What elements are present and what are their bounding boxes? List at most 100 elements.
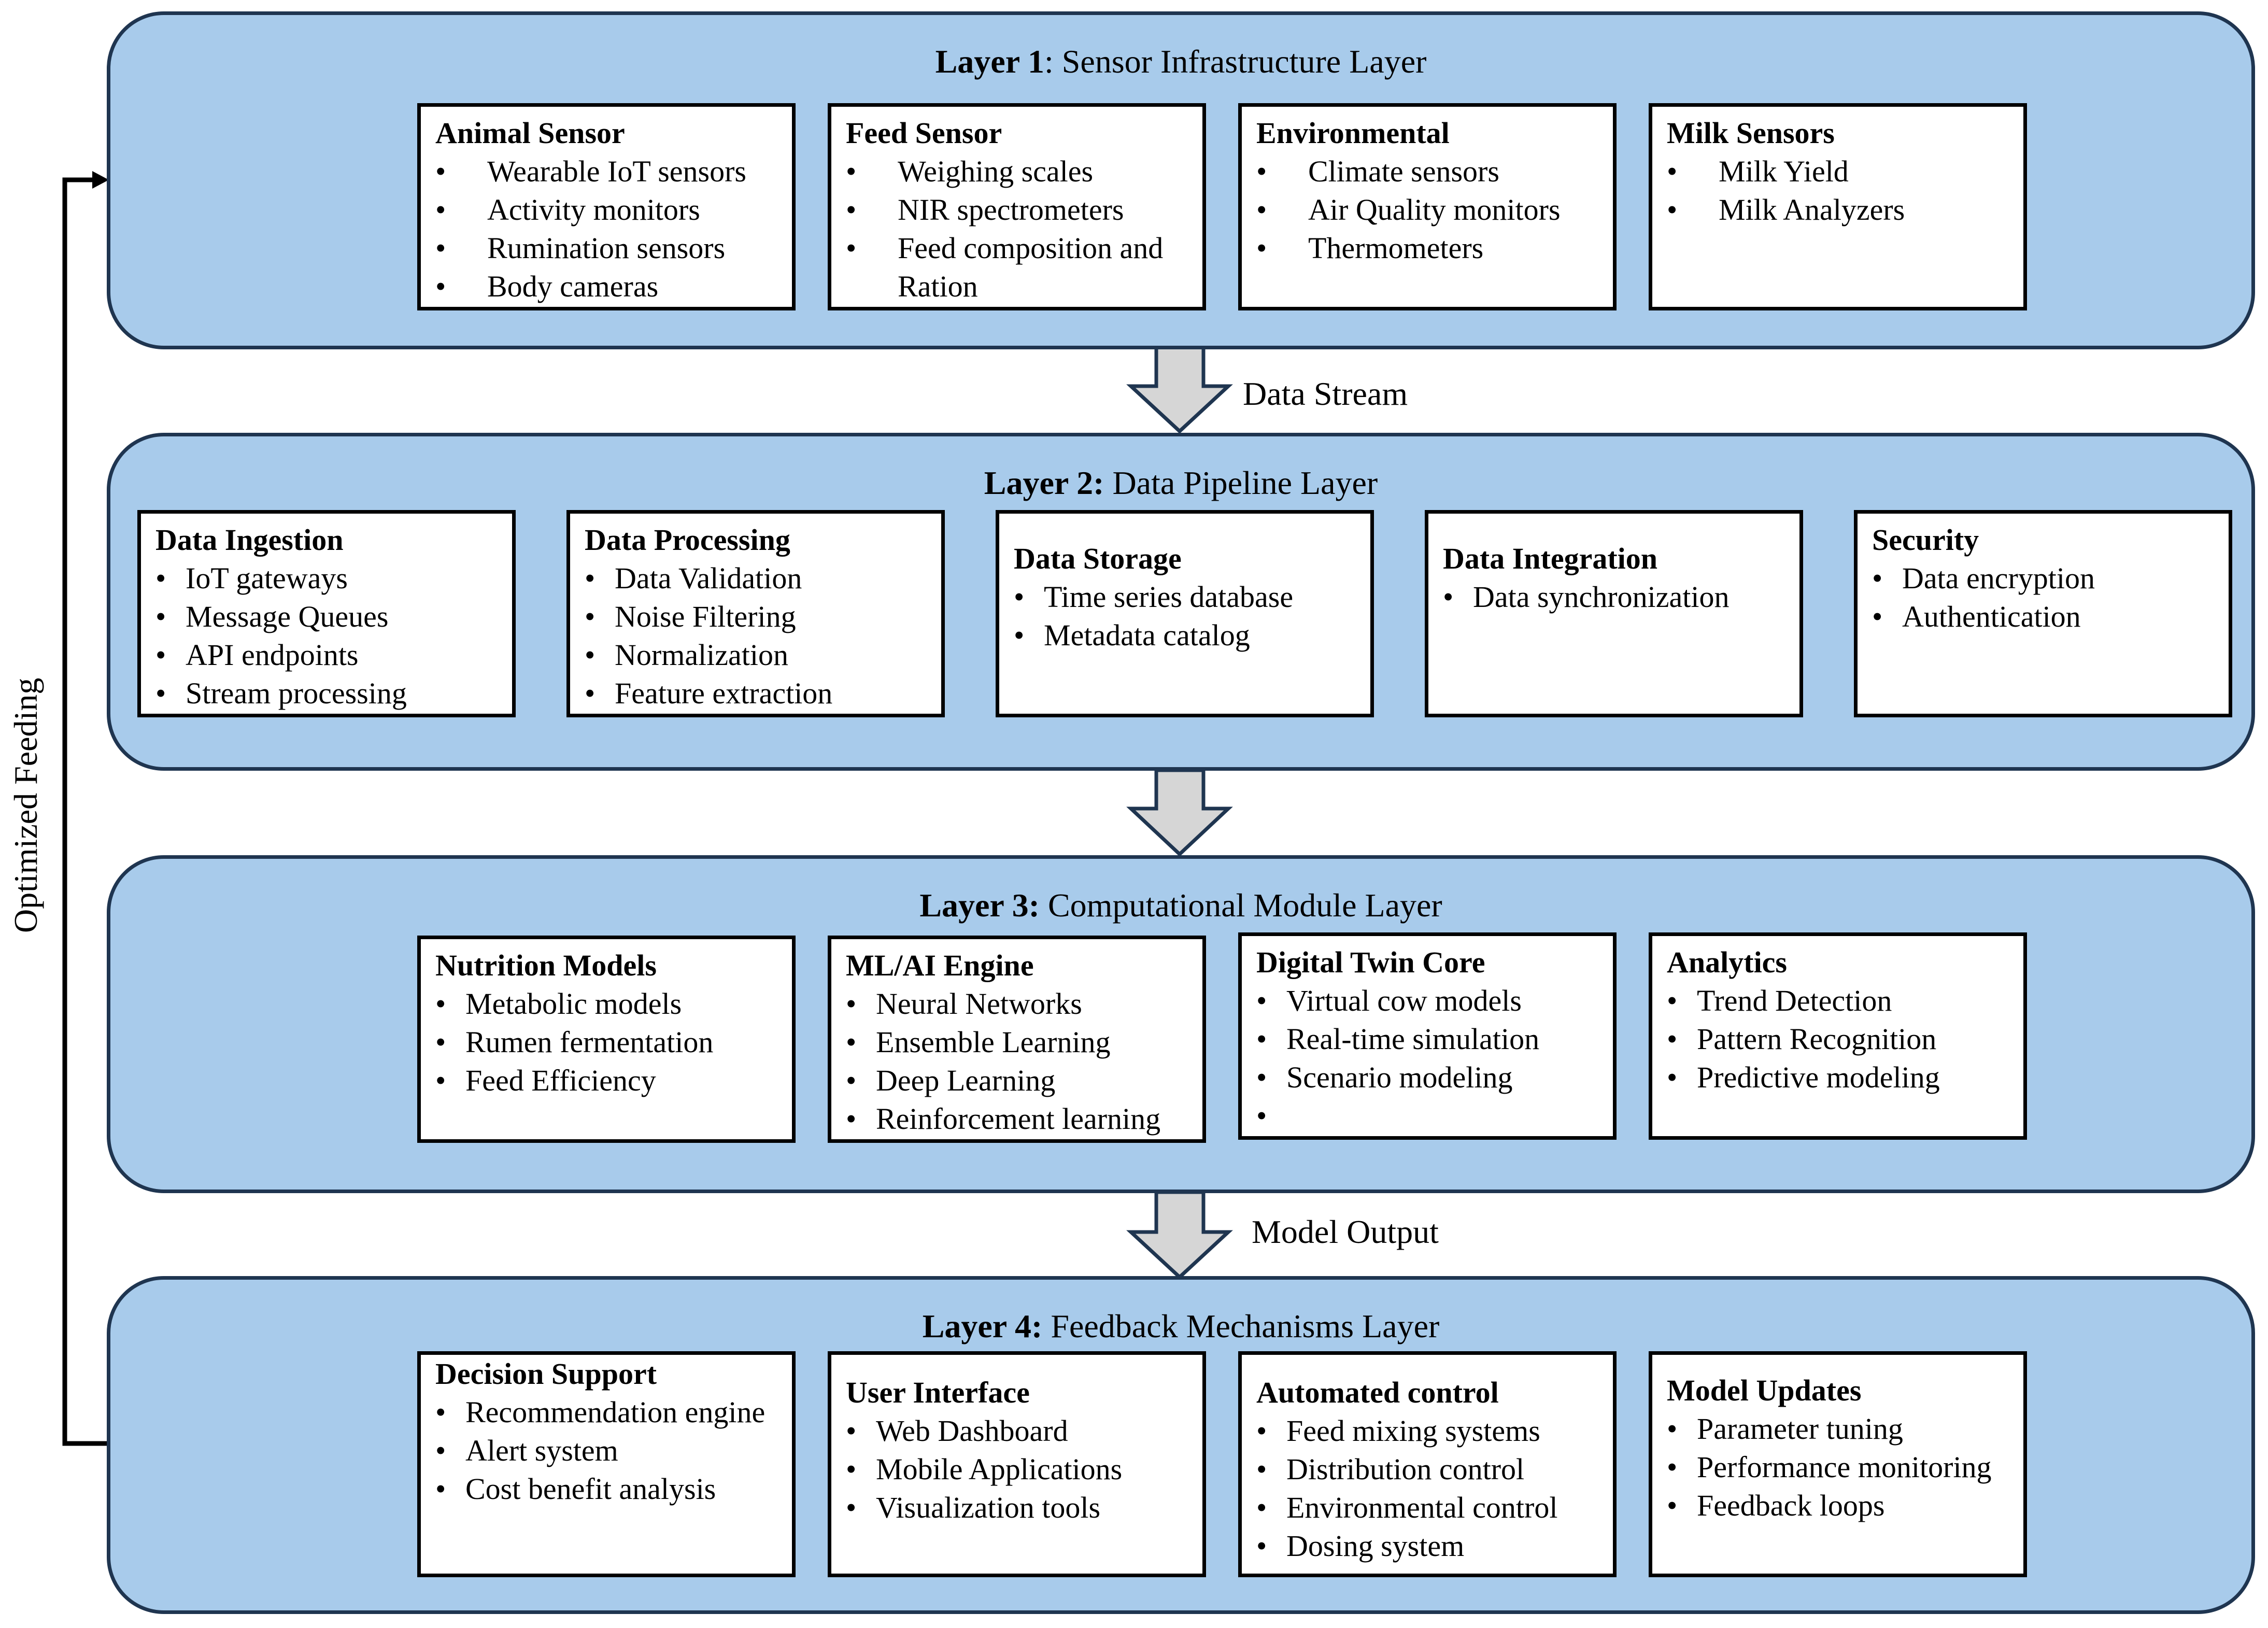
list-item: •Climate sensors: [1256, 154, 1499, 188]
box-title: Milk Sensors: [1667, 116, 1835, 150]
list-item: •Cost benefit analysis: [435, 1472, 716, 1506]
layer-2-title-bold: Layer 2:: [984, 464, 1104, 501]
list-item: •Metabolic models: [435, 987, 682, 1021]
feedback-loop-line: [62, 177, 107, 1446]
box-title: Decision Support: [435, 1357, 657, 1391]
box-title: Automated control: [1256, 1376, 1499, 1409]
list-item: •Stream processing: [155, 676, 407, 710]
box-title: Animal Sensor: [435, 116, 625, 150]
list-item: •IoT gateways: [155, 561, 348, 595]
box-title: ML/AI Engine: [846, 949, 1034, 982]
box-nutrition-models: Nutrition Models •Metabolic models •Rume…: [417, 936, 796, 1143]
list-item: •Rumen fermentation: [435, 1025, 714, 1059]
list-item: •Feed composition and Ration: [846, 231, 1164, 303]
list-item: •API endpoints: [155, 638, 359, 672]
box-decision-support: Decision Support •Recommendation engine …: [417, 1351, 796, 1577]
box-data-processing: Data Processing •Data Validation •Noise …: [566, 510, 945, 717]
list-item: •Thermometers: [1256, 231, 1484, 265]
layer-4-title-text: Feedback Mechanisms Layer: [1042, 1308, 1440, 1344]
list-item: •Milk Yield: [1667, 154, 1849, 188]
feedback-arrow-head-icon: [92, 171, 109, 189]
list-item: •Performance monitoring: [1667, 1450, 1992, 1484]
list-item: •Data encryption: [1872, 561, 2095, 595]
list-item: •Air Quality monitors: [1256, 193, 1561, 226]
layer-2-panel: Layer 2: Data Pipeline Layer Data Ingest…: [107, 433, 2255, 771]
model-output-label: Model Output: [1252, 1213, 1439, 1250]
list-item: •Message Queues: [155, 600, 389, 633]
list-item: •Feed Efficiency: [435, 1064, 656, 1097]
layer-3-panel: Layer 3: Computational Module Layer Nutr…: [107, 855, 2255, 1193]
list-item: •Deep Learning: [846, 1064, 1056, 1097]
box-title: Environmental: [1256, 116, 1450, 150]
box-user-interface: User Interface •Web Dashboard •Mobile Ap…: [828, 1351, 1206, 1577]
layer-4-title: Layer 4: Feedback Mechanisms Layer: [110, 1310, 2251, 1343]
list-item: •Virtual cow models: [1256, 984, 1522, 1017]
box-environmental: Environmental •Climate sensors •Air Qual…: [1238, 103, 1617, 310]
layer-1-panel: Layer 1: Sensor Infrastructure Layer Ani…: [107, 11, 2255, 349]
list-item: •Feature extraction: [585, 676, 833, 710]
box-feed-sensor: Feed Sensor •Weighing scales •NIR spectr…: [828, 103, 1206, 310]
list-item: •Feedback loops: [1667, 1489, 1885, 1522]
list-item: •Environmental control: [1256, 1491, 1558, 1524]
box-ml-ai-engine: ML/AI Engine •Neural Networks •Ensemble …: [828, 936, 1206, 1143]
box-automated-control: Automated control •Feed mixing systems •…: [1238, 1351, 1617, 1577]
list-item: •Weighing scales: [846, 154, 1094, 188]
list-item: •Feed mixing systems: [1256, 1414, 1540, 1448]
list-item: •Noise Filtering: [585, 600, 796, 633]
box-digital-twin-core: Digital Twin Core •Virtual cow models •R…: [1238, 932, 1617, 1140]
box-title: Security: [1872, 523, 1979, 557]
box-title: Digital Twin Core: [1256, 945, 1485, 979]
list-item: •Pattern Recognition: [1667, 1022, 1937, 1056]
box-title: Feed Sensor: [846, 116, 1002, 150]
box-title: Nutrition Models: [435, 949, 657, 982]
box-data-ingestion: Data Ingestion •IoT gateways •Message Qu…: [137, 510, 516, 717]
list-item: •Rumination sensors: [435, 231, 726, 265]
layer-2-title: Layer 2: Data Pipeline Layer: [110, 466, 2251, 500]
list-item: •Distribution control: [1256, 1452, 1525, 1486]
list-item: •Wearable IoT sensors: [435, 154, 746, 188]
layer-3-title-bold: Layer 3:: [919, 887, 1040, 924]
list-item: •Ensemble Learning: [846, 1025, 1111, 1059]
box-data-storage: Data Storage •Time series database •Meta…: [996, 510, 1374, 717]
box-title: Data Integration: [1443, 542, 1658, 575]
box-model-updates: Model Updates •Parameter tuning •Perform…: [1649, 1351, 2027, 1577]
list-item: •Mobile Applications: [846, 1452, 1123, 1486]
layer-3-title: Layer 3: Computational Module Layer: [110, 889, 2251, 922]
layer-1-title: Layer 1: Sensor Infrastructure Layer: [110, 45, 2251, 78]
box-title: Data Processing: [585, 523, 790, 557]
list-item: •Real-time simulation: [1256, 1022, 1540, 1056]
list-item: •Authentication: [1872, 600, 2081, 633]
box-data-integration: Data Integration •Data synchronization: [1425, 510, 1803, 717]
list-item: •Milk Analyzers: [1667, 193, 1905, 226]
data-stream-label: Data Stream: [1243, 375, 1408, 412]
list-item: •Data Validation: [585, 561, 802, 595]
box-title: Analytics: [1667, 945, 1787, 979]
list-item: •Data synchronization: [1443, 580, 1730, 614]
list-item: •Reinforcement learning: [846, 1102, 1161, 1136]
layer-4-panel: Layer 4: Feedback Mechanisms Layer Decis…: [107, 1276, 2255, 1614]
box-analytics: Analytics •Trend Detection •Pattern Reco…: [1649, 932, 2027, 1140]
optimized-feeding-label: Optimized Feeding: [7, 677, 44, 933]
list-item: •Web Dashboard: [846, 1414, 1068, 1448]
list-item: •Recommendation engine: [435, 1395, 766, 1429]
box-title: User Interface: [846, 1376, 1030, 1409]
list-item: •Time series database: [1014, 580, 1294, 614]
list-item: •Body cameras: [435, 270, 659, 303]
list-item: •NIR spectrometers: [846, 193, 1124, 226]
list-item: •Dosing system: [1256, 1529, 1465, 1563]
list-item: •Normalization: [585, 638, 789, 672]
list-item: •Parameter tuning: [1667, 1412, 1903, 1446]
down-arrow-1-icon: [1126, 345, 1233, 434]
box-security: Security •Data encryption •Authenticatio…: [1854, 510, 2232, 717]
list-item: •Metadata catalog: [1014, 618, 1250, 652]
layer-3-title-text: Computational Module Layer: [1039, 887, 1442, 924]
down-arrow-3-icon: [1126, 1190, 1233, 1280]
box-animal-sensor: Animal Sensor •Wearable IoT sensors •Act…: [417, 103, 796, 310]
box-title: Model Updates: [1667, 1374, 1862, 1407]
box-milk-sensors: Milk Sensors •Milk Yield •Milk Analyzers: [1649, 103, 2027, 310]
list-item: •Scenario modeling: [1256, 1060, 1513, 1094]
box-title: Data Ingestion: [155, 523, 344, 557]
list-item: •Predictive modeling: [1667, 1060, 1940, 1094]
list-item: •Visualization tools: [846, 1491, 1101, 1524]
